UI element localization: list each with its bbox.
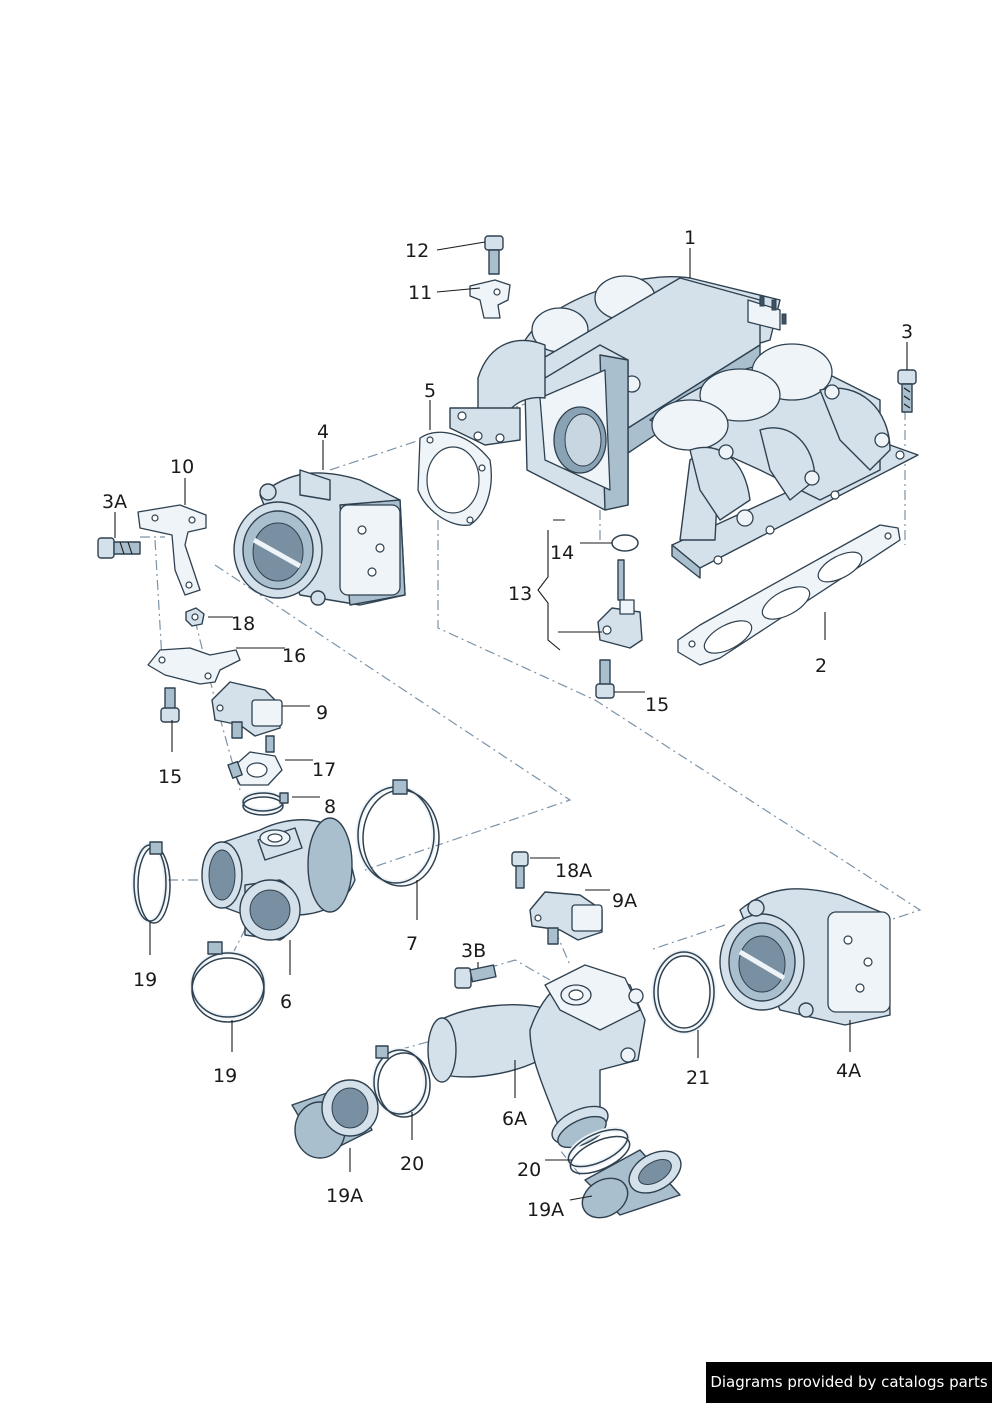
clamp-20-right bbox=[565, 1126, 631, 1175]
pressure-sensor-9a bbox=[511, 851, 603, 945]
leader-lines bbox=[114, 241, 908, 1201]
callout-19-lower: 19 bbox=[213, 1065, 237, 1087]
callout-3: 3 bbox=[901, 321, 913, 343]
intake-manifold bbox=[449, 275, 919, 579]
throttle-body-4a bbox=[719, 888, 891, 1026]
callout-11: 11 bbox=[408, 282, 432, 304]
bolt-3b bbox=[454, 964, 497, 989]
callout-8: 8 bbox=[324, 796, 336, 818]
callout-19a-left: 19A bbox=[326, 1185, 363, 1207]
clamp-20-left bbox=[371, 1045, 431, 1118]
callout-1: 1 bbox=[684, 227, 696, 249]
callout-20-left: 20 bbox=[400, 1153, 424, 1175]
callout-7: 7 bbox=[406, 933, 418, 955]
callout-17: 17 bbox=[312, 759, 336, 781]
bracket-10 bbox=[137, 504, 207, 596]
bolt-15 bbox=[160, 659, 615, 723]
callout-15-lower: 15 bbox=[158, 766, 182, 788]
o-ring-21 bbox=[651, 949, 717, 1035]
callout-18a: 18A bbox=[555, 860, 592, 882]
callout-16: 16 bbox=[282, 645, 306, 667]
callout-9: 9 bbox=[316, 702, 328, 724]
bolt-12 bbox=[484, 235, 504, 275]
callout-5: 5 bbox=[424, 380, 436, 402]
callout-3a: 3A bbox=[102, 491, 127, 513]
bolt-3a bbox=[97, 537, 141, 559]
callout-4a: 4A bbox=[836, 1060, 861, 1082]
clamp-19-upper bbox=[131, 841, 171, 924]
nut-18 bbox=[185, 607, 205, 627]
bracket-16 bbox=[147, 647, 241, 685]
callout-4: 4 bbox=[317, 421, 329, 443]
callout-20-right: 20 bbox=[517, 1159, 541, 1181]
callout-18: 18 bbox=[231, 613, 255, 635]
bolt-3 bbox=[897, 369, 917, 413]
intake-pipe-6a bbox=[427, 964, 646, 1149]
pressure-sensor-9 bbox=[211, 681, 283, 786]
clamp-8 bbox=[240, 790, 289, 816]
callout-12: 12 bbox=[405, 240, 429, 262]
callout-9a: 9A bbox=[612, 890, 637, 912]
throttle-gasket bbox=[417, 431, 492, 526]
callout-6a: 6A bbox=[502, 1108, 527, 1130]
callout-14: 14 bbox=[550, 542, 574, 564]
bracket-11 bbox=[469, 279, 511, 319]
callout-6: 6 bbox=[280, 991, 292, 1013]
callout-2: 2 bbox=[815, 655, 827, 677]
credit-banner: Diagrams provided by catalogs parts bbox=[706, 1362, 992, 1403]
throttle-body bbox=[233, 469, 406, 606]
callout-19-upper: 19 bbox=[133, 969, 157, 991]
callout-21: 21 bbox=[686, 1067, 710, 1089]
callout-13: 13 bbox=[508, 583, 532, 605]
temperature-sender bbox=[597, 534, 643, 649]
clamp-7 bbox=[355, 779, 440, 887]
callout-10: 10 bbox=[170, 456, 194, 478]
clamp-19-lower bbox=[189, 941, 267, 1023]
intake-pipe-6 bbox=[201, 817, 356, 941]
callout-labels: 1 2 3 3A 3B 4 4A 5 6 6A 7 8 9 9A 10 11 1… bbox=[102, 227, 913, 1221]
callout-3b: 3B bbox=[461, 940, 486, 962]
filter-sleeve-19a-left bbox=[291, 1079, 379, 1159]
manifold-gasket bbox=[677, 524, 901, 666]
callout-15-upper: 15 bbox=[645, 694, 669, 716]
filter-sleeve-19a-right bbox=[581, 1149, 682, 1219]
callout-19a-right: 19A bbox=[527, 1199, 564, 1221]
